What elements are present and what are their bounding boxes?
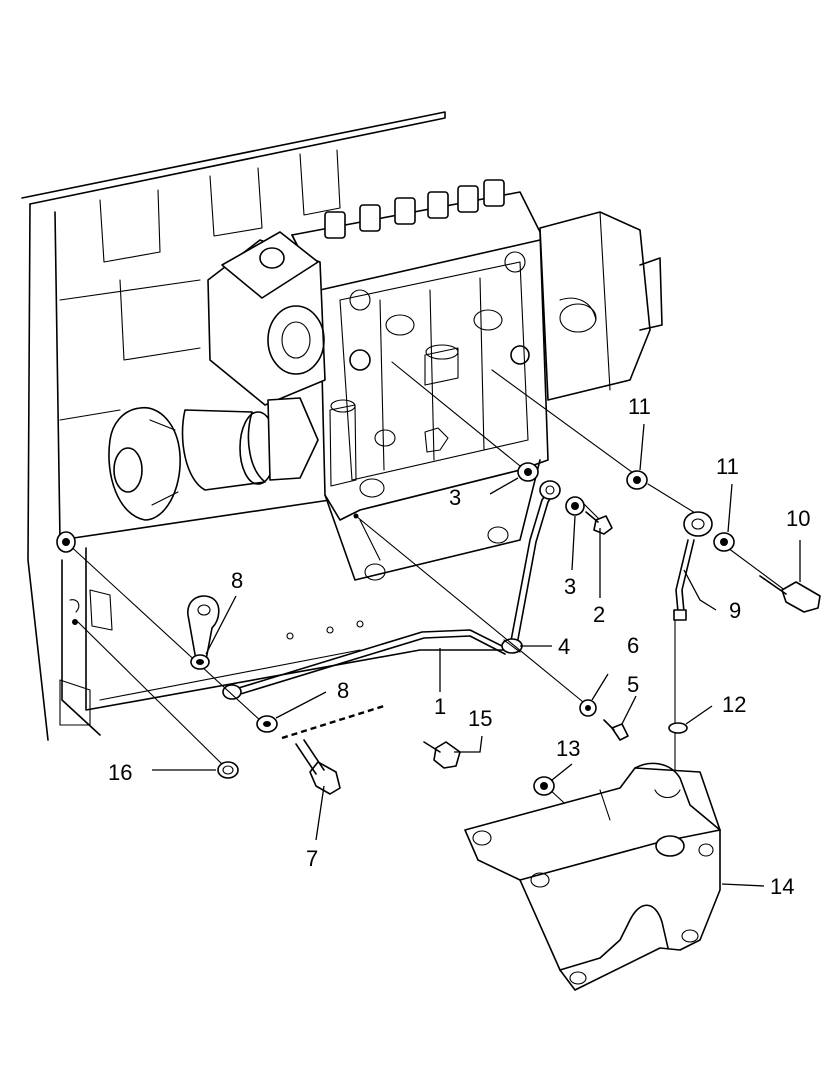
banjo-bolt-10 — [759, 575, 821, 613]
callout-1: 1 — [434, 694, 446, 719]
callout-labels: 1 2 3 3 4 5 6 7 8 8 9 10 11 11 12 13 14 … — [108, 394, 810, 899]
callout-16: 16 — [108, 760, 132, 785]
injection-pump — [108, 179, 663, 581]
callout-11a: 11 — [628, 394, 651, 419]
bracket-8 — [187, 595, 220, 661]
callout-9: 9 — [729, 598, 741, 623]
callout-7: 7 — [306, 846, 318, 871]
callout-6: 6 — [627, 633, 639, 658]
o-ring-12 — [668, 722, 688, 734]
bolt-15 — [423, 741, 461, 769]
bolt-7 — [295, 739, 341, 795]
delivery-valve-holders — [324, 179, 505, 239]
callout-14: 14 — [770, 874, 794, 899]
bolt-5 — [603, 719, 629, 741]
plug-16 — [217, 761, 239, 779]
small-parts — [56, 462, 821, 796]
callout-3b: 3 — [564, 574, 576, 599]
callout-8a: 8 — [231, 568, 243, 593]
callout-5: 5 — [627, 672, 639, 697]
banjo-fitting-left — [222, 684, 242, 700]
banjo-fitting-top — [539, 480, 561, 500]
callout-8b: 8 — [337, 678, 349, 703]
callout-11b: 11 — [716, 454, 739, 479]
callout-13: 13 — [556, 736, 580, 761]
callout-3a: 3 — [449, 485, 461, 510]
engine-block — [21, 111, 521, 741]
fuel-pipe-assembly — [222, 480, 561, 700]
oil-pipe-9 — [673, 511, 713, 621]
callout-4: 4 — [558, 634, 570, 659]
callout-15: 15 — [468, 706, 492, 731]
callout-10: 10 — [786, 506, 810, 531]
callout-12: 12 — [722, 692, 746, 717]
mounting-bracket-14 — [464, 762, 721, 991]
bolt-2 — [585, 511, 613, 535]
callout-leaders — [152, 423, 801, 887]
assembly-lines — [65, 361, 791, 851]
callout-2: 2 — [593, 602, 605, 627]
